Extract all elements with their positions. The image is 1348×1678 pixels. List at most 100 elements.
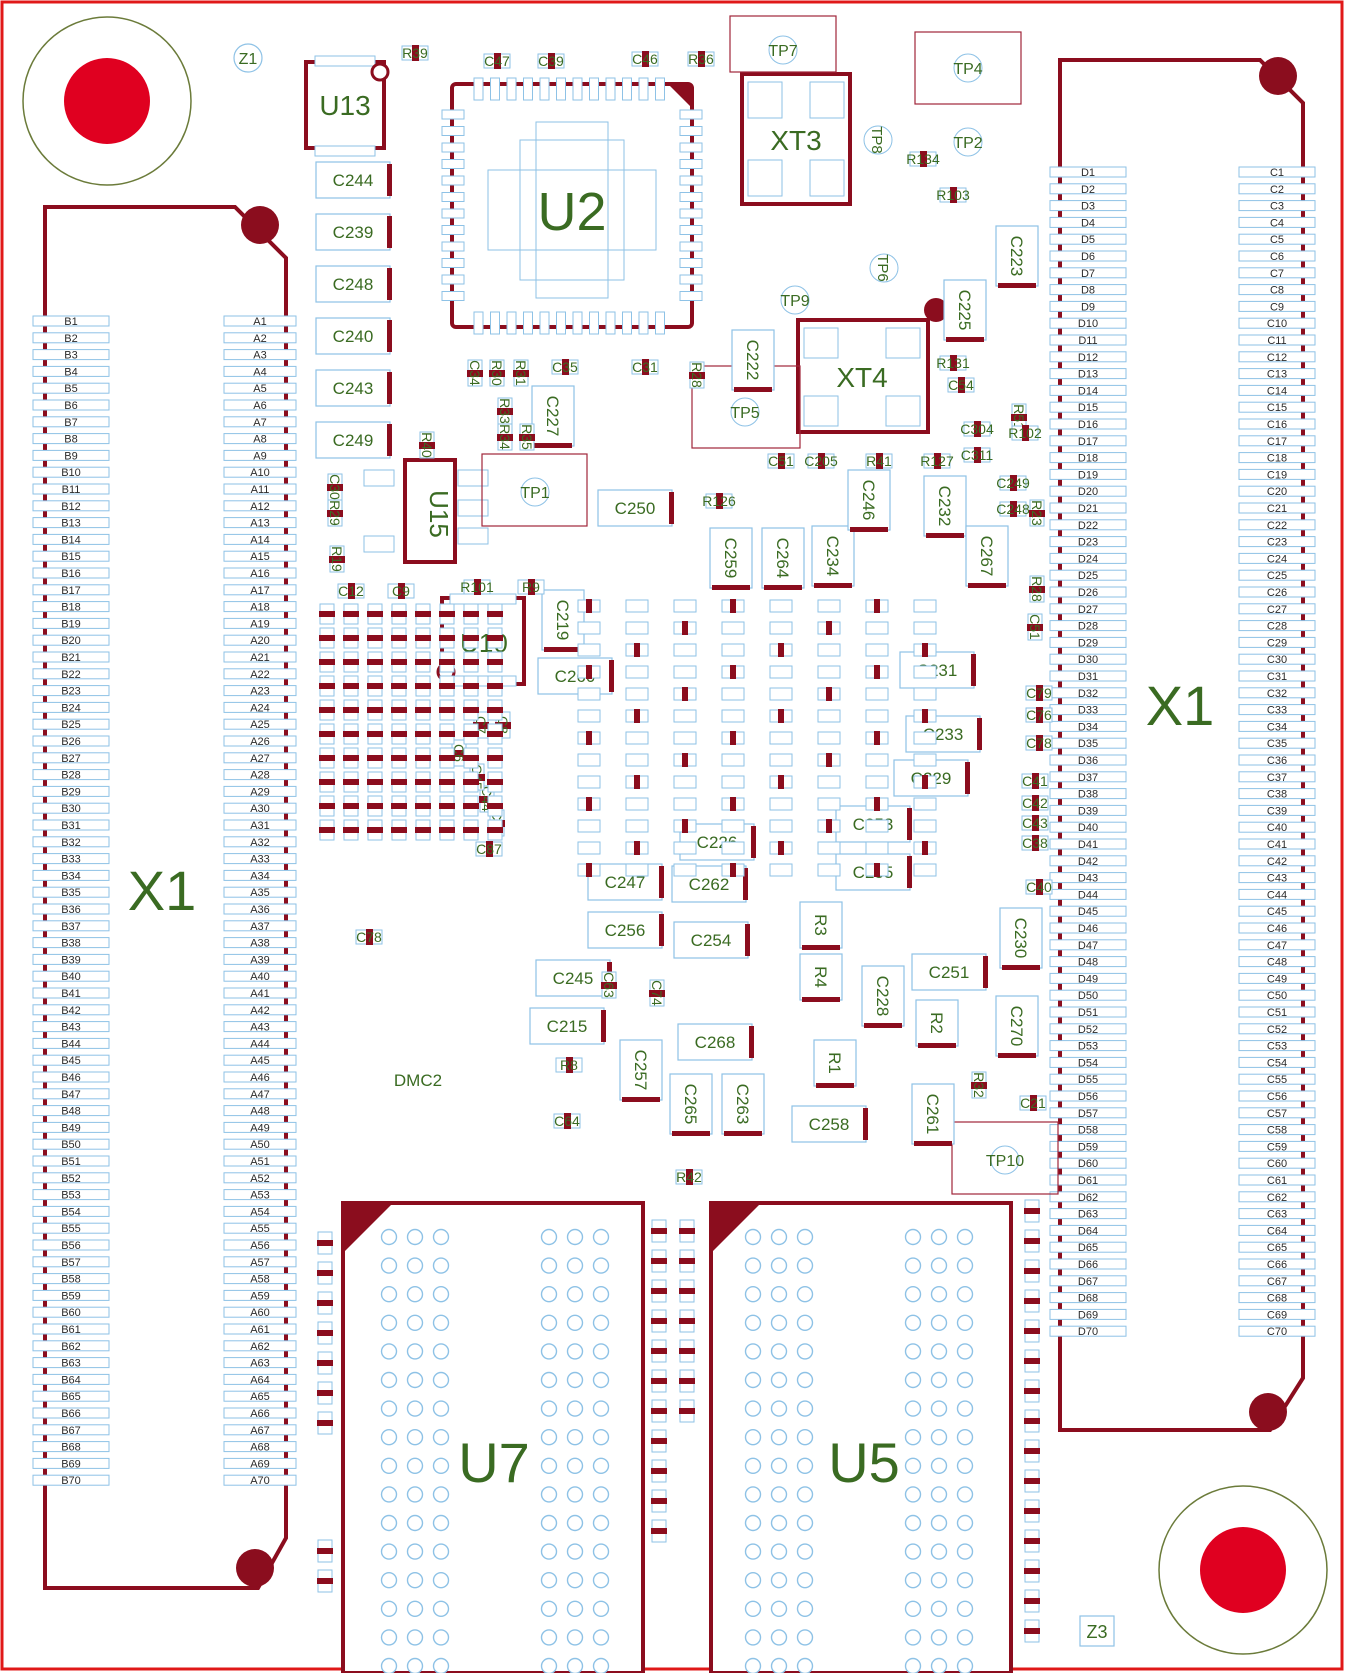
x1-left-b-pin-label: B37 xyxy=(61,921,81,933)
x1-left-b-pin-label: B19 xyxy=(61,618,81,630)
x1-left-a-pin-label: A62 xyxy=(250,1341,270,1353)
bga-ball xyxy=(566,1629,584,1646)
x1-right-d-pin-d14: D14 xyxy=(1049,384,1127,397)
bga-ball xyxy=(432,1486,450,1503)
resistor-pad-marker xyxy=(319,755,335,761)
x1-left-a-pin-a46: A46 xyxy=(223,1071,297,1084)
bga-ball xyxy=(796,1543,814,1560)
x1-left-a-pin-label: A28 xyxy=(250,770,270,782)
x1-right-c-pin-c57: C57 xyxy=(1238,1107,1316,1120)
x1-left-b-pin-b40: B40 xyxy=(32,970,110,983)
x1-right-c-pin-c49: C49 xyxy=(1238,972,1316,985)
smd-part: R39 xyxy=(401,45,429,61)
cap-pad xyxy=(577,841,601,855)
smd-part-label: C78 xyxy=(356,929,382,945)
x1-left-b-pin-label: B18 xyxy=(61,602,81,614)
component-c225: C225 xyxy=(943,279,987,342)
bga-ball xyxy=(380,1514,398,1532)
x1-left-b-pin-b29: B29 xyxy=(32,785,110,798)
bga-ball xyxy=(956,1285,974,1303)
cap-pad xyxy=(865,819,889,833)
bga-ball xyxy=(770,1314,788,1332)
bga-ball xyxy=(770,1228,788,1246)
x1-right-c-pin-label: C46 xyxy=(1267,923,1287,935)
cap-pad xyxy=(577,775,601,789)
x1-left-a-pin-label: A1 xyxy=(253,316,266,328)
x1-right-d-pin-label: D50 xyxy=(1078,990,1098,1002)
resistor-pad-marker xyxy=(391,683,407,689)
bga-ball xyxy=(770,1400,788,1417)
bga-ball xyxy=(744,1428,762,1446)
x1-left-a-pin-label: A58 xyxy=(250,1274,270,1286)
x1-left-a-pin-a24: A24 xyxy=(223,701,297,714)
cap-pad xyxy=(769,731,793,745)
smd-part-label: C78 xyxy=(1026,735,1052,751)
x1-right-c-pin-c6: C6 xyxy=(1238,250,1316,263)
x1-left-a-pin-a31: A31 xyxy=(223,819,297,832)
x1-left-b-pin-label: B50 xyxy=(61,1139,81,1151)
smd-part: R36 xyxy=(687,51,715,67)
cap-pad xyxy=(769,599,793,613)
smd-part-label: R51 xyxy=(1011,404,1027,430)
bga-ball xyxy=(796,1657,814,1675)
x1-left-b-pin-label: B22 xyxy=(61,669,81,681)
x1-right-c-pin-c64: C64 xyxy=(1238,1224,1316,1237)
crystal-xt3-label: XT3 xyxy=(770,125,821,156)
smd-part-label: R23 xyxy=(1029,500,1045,526)
x1-left-a-pin-label: A70 xyxy=(250,1475,270,1487)
bga-ball xyxy=(540,1543,558,1560)
x1-left-a-pin-a45: A45 xyxy=(223,1054,297,1067)
smd-part: C51 xyxy=(767,453,795,469)
x1-left-a-pin-a58: A58 xyxy=(223,1273,297,1286)
cap-pad-marker xyxy=(826,687,832,701)
x1-left-a-pin-a41: A41 xyxy=(223,987,297,1000)
x1-right-d-pin-d42: D42 xyxy=(1049,855,1127,868)
x1-left-b-pin-b26: B26 xyxy=(32,735,110,748)
cap-pad-marker xyxy=(922,775,928,789)
x1-right-d-pin-d44: D44 xyxy=(1049,888,1127,901)
bga-ball xyxy=(592,1371,610,1389)
bga-cap-pad-marker xyxy=(1024,1268,1040,1274)
x1-left-a-pin-label: A66 xyxy=(250,1408,270,1420)
smd-part: R127 xyxy=(920,453,954,469)
x1-left-b-pin-b41: B41 xyxy=(32,987,110,1000)
resistor-pad-marker xyxy=(463,683,479,689)
x1-right-d-pin-d59: D59 xyxy=(1049,1140,1127,1153)
u2-pad xyxy=(679,192,703,202)
x1-left-b-pin-label: B49 xyxy=(61,1122,81,1134)
x1-left-b-pin-label: B41 xyxy=(61,988,81,1000)
cap-pad xyxy=(769,797,793,811)
x1-right-d-pin-label: D21 xyxy=(1078,503,1098,515)
x1-right-c-pin-label: C36 xyxy=(1267,755,1287,767)
smd-part: C249 xyxy=(996,475,1030,491)
cap-pad xyxy=(721,687,745,701)
resistor-pad-marker xyxy=(319,635,335,641)
smd-part-label: R28 xyxy=(689,362,705,388)
bga-cap-pad-marker xyxy=(651,1498,667,1504)
u2-pad xyxy=(679,241,703,252)
x1-right-c-pin-label: C52 xyxy=(1267,1024,1287,1036)
bga-ball xyxy=(904,1343,922,1360)
x1-left-a-pin-label: A8 xyxy=(253,434,266,446)
smd-part: C78 xyxy=(1025,735,1053,751)
x1-right-c-pin-label: C23 xyxy=(1267,537,1287,549)
resistor-pad-marker xyxy=(391,731,407,737)
bga-cap-pad-marker xyxy=(679,1348,695,1354)
x1-left-b-pin-b9: B9 xyxy=(32,449,110,462)
x1-right-c-pin-c18: C18 xyxy=(1238,452,1316,465)
bga-cap-pad-marker xyxy=(651,1258,667,1264)
x1-left-a-pin-label: A15 xyxy=(250,551,270,563)
x1-left-a-pin-label: A25 xyxy=(250,719,270,731)
x1-left-a-pin-a27: A27 xyxy=(223,752,297,765)
component-c248: C248 xyxy=(315,265,392,303)
component-c232: C232 xyxy=(923,475,967,538)
tp9-label: TP9 xyxy=(780,293,809,310)
x1-right-c-pin-label: C18 xyxy=(1267,453,1287,465)
resistor-pad-marker xyxy=(463,635,479,641)
cap-pad xyxy=(721,775,745,789)
smd-part-label: R19 xyxy=(329,546,345,572)
bga-ball xyxy=(744,1457,762,1475)
bga-ball xyxy=(592,1228,610,1246)
x1-left-b-pin-b51: B51 xyxy=(32,1155,110,1168)
cap-pad-marker xyxy=(634,643,640,657)
